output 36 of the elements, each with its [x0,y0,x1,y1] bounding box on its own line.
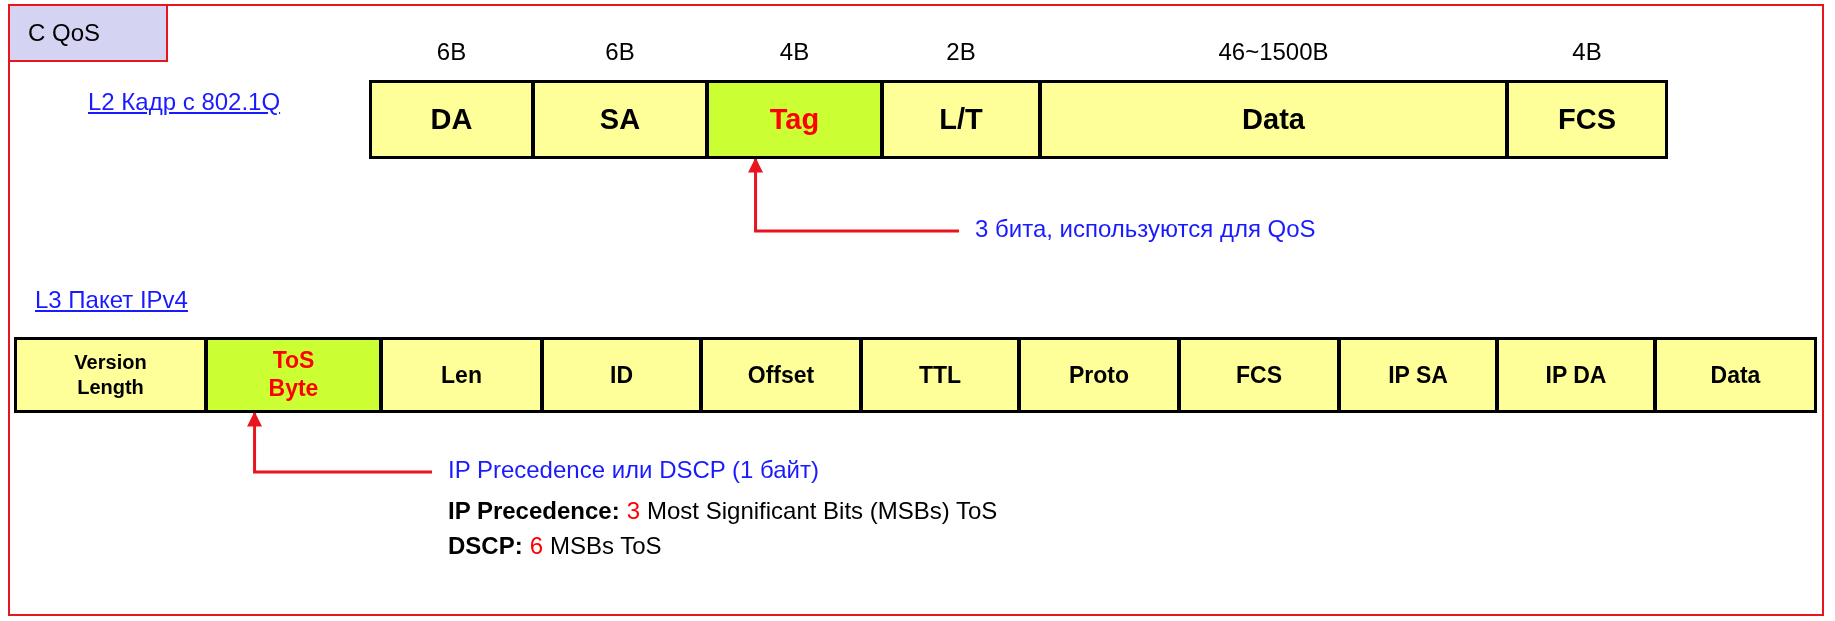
section-heading: L2 Кадр с 802.1Q [88,88,281,116]
frame-field: Tag [706,80,883,159]
description: Most Significant Bits (MSBs) ToS [647,497,998,525]
bit-count: 3 [626,497,640,525]
size-label: 6B [435,38,468,66]
header-field: Proto [1018,337,1180,413]
field-name: DSCP: [448,532,523,560]
frame-field: FCS [1506,80,1668,159]
arrow [748,157,959,233]
size-label: 4B [1571,38,1603,66]
annotation: 3 бита, используются для QoS [975,212,1455,246]
arrow [247,411,432,474]
frame-field: SA [532,80,708,159]
size-label: 2B [945,38,977,66]
header-field: FCS [1178,337,1340,413]
annotation: IP Precedence или DSCP (1 байт) [448,453,968,487]
frame-field: Data [1039,80,1508,159]
header-field: Len [380,337,543,413]
section-heading: L3 Пакет IPv4 [35,286,188,314]
size-label: 6B [604,38,636,66]
header-field: IP DA [1496,337,1656,413]
header-field: IP SA [1338,337,1498,413]
header-field: Offset [700,337,862,413]
header-field: ToS Byte [205,337,382,413]
header-field: Data [1654,337,1817,413]
frame-field: L/T [881,80,1041,159]
size-label: 4B [778,38,811,66]
header-field: ID [541,337,702,413]
frame-field: DA [369,80,534,159]
description: MSBs ToS [550,532,662,560]
bit-count: 6 [529,532,544,560]
header-field: TTL [860,337,1020,413]
header-field: Version Length [14,337,207,413]
title-tab: C QoS [8,4,168,62]
size-label: 46~1500B [1217,38,1330,66]
field-name: IP Precedence: [448,497,620,525]
